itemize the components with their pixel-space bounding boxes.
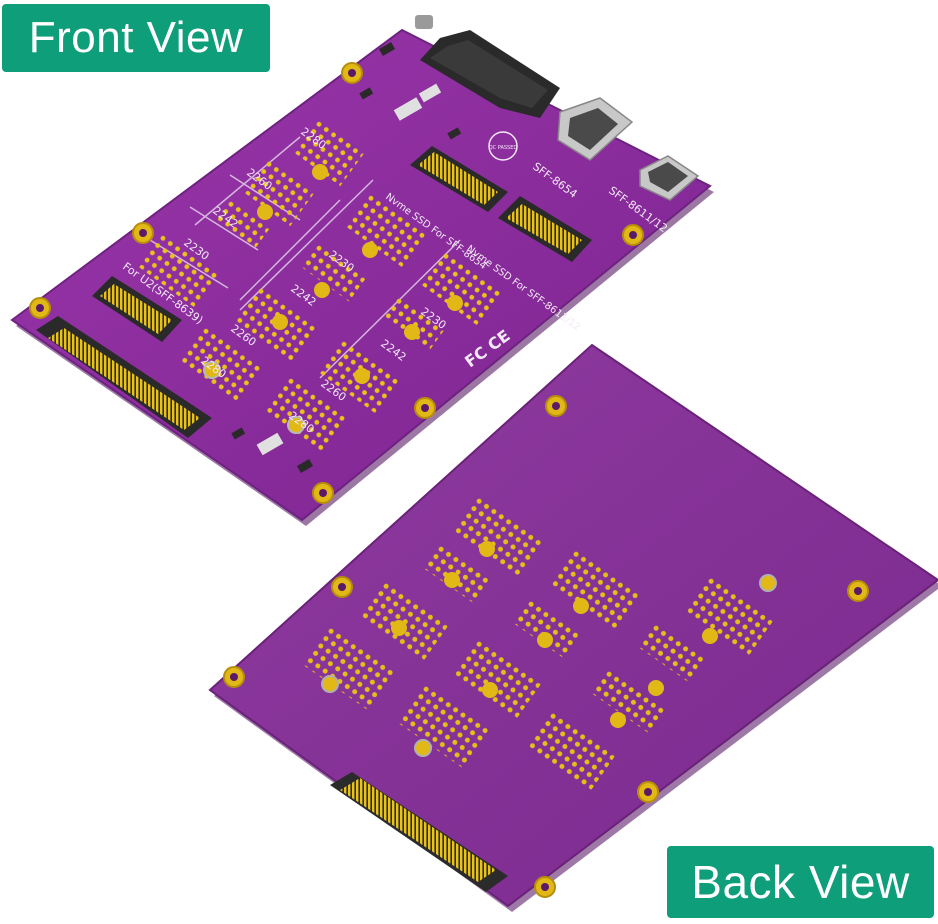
- front-mounting-holes: [29, 62, 644, 504]
- back-board: [208, 343, 938, 912]
- front-view-label: Front View: [2, 4, 270, 72]
- svg-text:QC PASSED: QC PASSED: [489, 145, 518, 151]
- back-mounting-holes: [223, 395, 869, 898]
- back-u2-connector: [330, 772, 508, 892]
- m2-slot-right: [498, 196, 592, 262]
- sff-8611-port: [639, 155, 700, 201]
- m2-slot-mid: [410, 146, 508, 212]
- u2-connector-front: [36, 316, 212, 438]
- back-pad-groups: [302, 494, 774, 793]
- qc-passed-stamp: QC PASSED: [488, 131, 518, 161]
- front-board: 2280 2260 2242 2230 2230 2242 2260 2280 …: [10, 15, 714, 526]
- smd-components: [231, 15, 462, 473]
- back-view-label: Back View: [667, 846, 934, 918]
- sata-connector-top: [420, 30, 560, 118]
- sff-8654-port: [557, 97, 634, 161]
- m2-slot-left: [92, 276, 182, 342]
